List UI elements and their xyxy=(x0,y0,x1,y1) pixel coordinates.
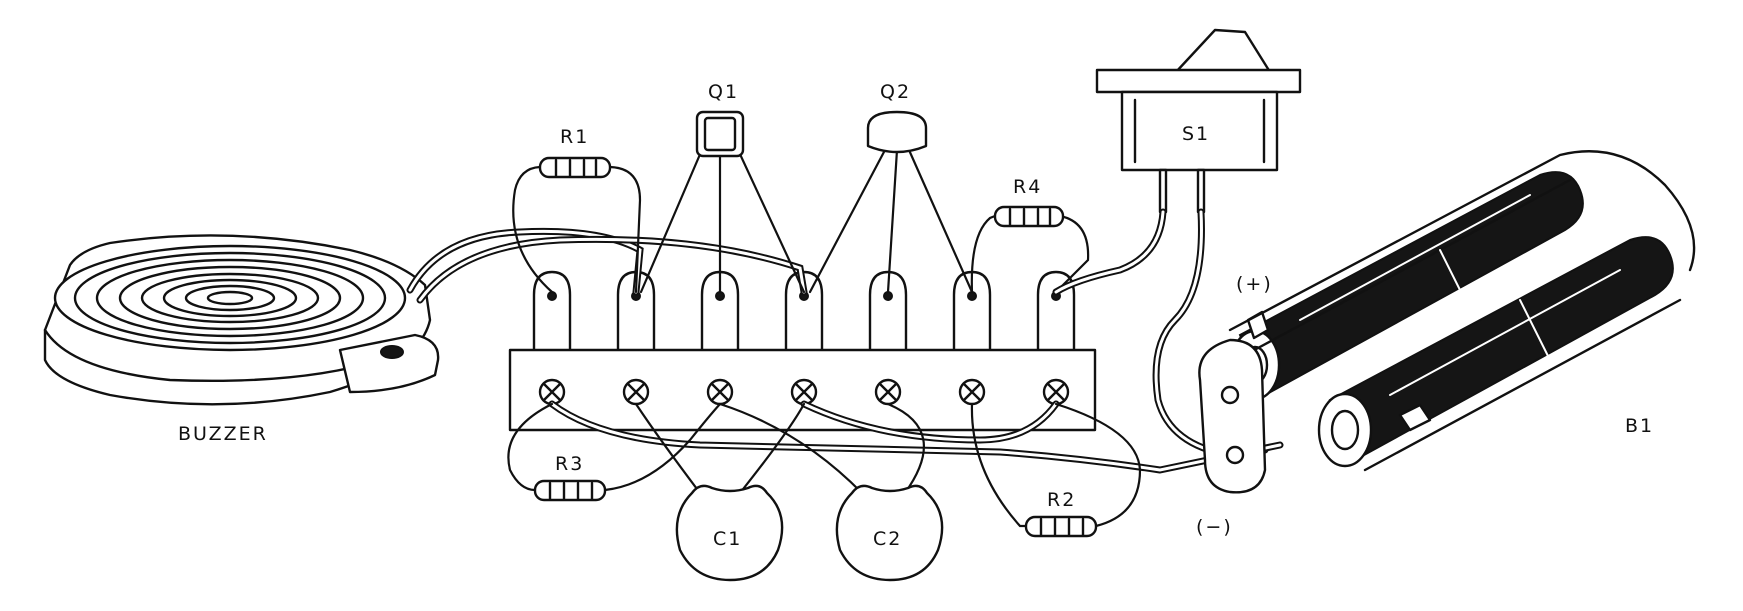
label-s1: S1 xyxy=(1182,123,1210,145)
resistor-r2 xyxy=(970,402,1142,538)
label-q1: Q1 xyxy=(708,81,739,103)
label-buzzer: BUZZER xyxy=(178,423,268,445)
label-r4: R4 xyxy=(1013,176,1042,198)
transistor-q1 xyxy=(639,110,806,294)
label-r1: R1 xyxy=(560,126,589,148)
resistor-r3 xyxy=(507,402,722,502)
resistor-r1 xyxy=(512,156,642,294)
solder-lugs xyxy=(532,270,1076,352)
label-r2: R2 xyxy=(1047,489,1076,511)
under-strip-wiring xyxy=(548,400,1284,474)
label-c1: C1 xyxy=(713,528,742,550)
capacitor-c1 xyxy=(634,402,806,582)
buzzer-cable xyxy=(406,227,808,304)
label-q2: Q2 xyxy=(880,81,911,103)
power-wiring xyxy=(1052,208,1269,459)
battery-holder-b1 xyxy=(1198,150,1696,494)
label-c2: C2 xyxy=(873,528,902,550)
capacitor-c2 xyxy=(718,402,944,582)
buzzer xyxy=(43,234,440,406)
resistor-r4 xyxy=(970,205,1090,294)
label-b1: B1 xyxy=(1625,415,1654,437)
label-r3: R3 xyxy=(555,453,584,475)
switch-s1 xyxy=(1095,28,1302,214)
label-plus: (+) xyxy=(1236,273,1273,295)
transistor-q2 xyxy=(808,110,974,294)
terminal-strip xyxy=(508,270,1097,432)
label-minus: (−) xyxy=(1196,516,1233,538)
